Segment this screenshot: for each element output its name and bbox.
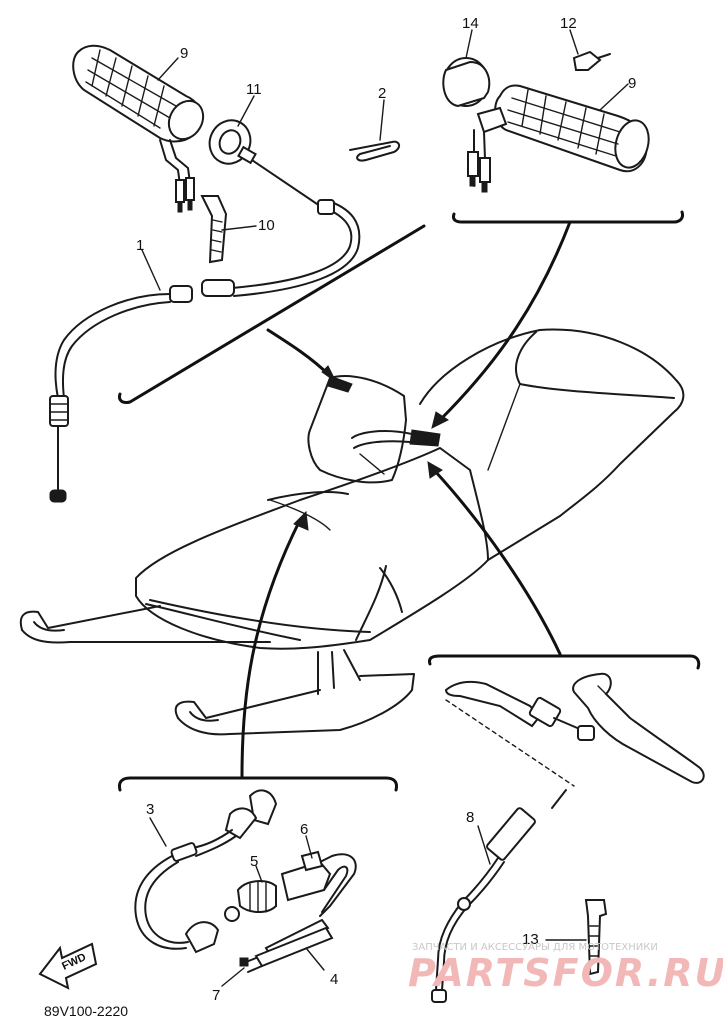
callout-11: 11	[246, 81, 262, 98]
brake-lever	[572, 672, 705, 784]
left-grip-group-bracket	[118, 224, 426, 404]
seat	[419, 328, 685, 517]
callout-leaders	[141, 29, 629, 987]
lever-group-bracket	[428, 654, 701, 670]
front-ski	[19, 605, 161, 631]
windshield	[307, 375, 407, 484]
grip-end-cap	[442, 57, 491, 108]
forward-direction-arrow: FWD	[38, 942, 98, 990]
callout-9-right: 9	[628, 75, 636, 92]
right-grip-leader	[438, 220, 572, 422]
cable-8-group	[431, 789, 567, 1003]
lever-group-leader	[432, 468, 562, 656]
callout-9-left: 9	[180, 45, 188, 62]
cable-band-13	[584, 899, 608, 976]
callout-12: 12	[560, 15, 577, 32]
brake-cable-end	[444, 681, 595, 741]
callout-7: 7	[212, 987, 220, 1004]
callout-6: 6	[300, 821, 308, 838]
callout-14: 14	[462, 15, 479, 32]
throttle-cable	[49, 145, 361, 503]
right-grip-group-bracket	[452, 210, 684, 224]
callout-1: 1	[136, 237, 144, 254]
right-grip-assembly	[431, 50, 684, 429]
snowmobile-body	[19, 328, 685, 736]
callout-2: 2	[378, 85, 386, 102]
watermark: ЗАПЧАСТИ И АКСЕССУАРЫ ДЛЯ МОТОТЕХНИКИ PA…	[408, 942, 723, 995]
cable-clip	[349, 140, 400, 162]
callout-8: 8	[466, 809, 474, 826]
bottom-group-bracket	[118, 776, 398, 792]
right-grip	[467, 84, 650, 193]
watermark-logo: PARTSFOR.RU	[408, 951, 723, 995]
callout-4: 4	[330, 971, 338, 988]
hood	[135, 447, 489, 650]
hose-set	[239, 918, 334, 973]
lever-assembly	[427, 461, 705, 787]
callout-13: 13	[522, 931, 539, 948]
cable-band	[200, 195, 228, 264]
cable-group-bottom	[118, 510, 398, 973]
callout-10: 10	[258, 217, 275, 234]
choke-cable	[134, 789, 278, 954]
screw	[572, 50, 611, 71]
callout-3: 3	[146, 801, 154, 818]
rear-ski	[174, 689, 321, 719]
bottom-group-leader	[240, 518, 302, 778]
watermark-tagline: ЗАПЧАСТИ И АКСЕССУАРЫ ДЛЯ МОТОТЕХНИКИ	[412, 942, 658, 953]
carb-parts	[224, 850, 357, 922]
dashed-leader	[445, 699, 575, 787]
left-grip-leader	[266, 328, 332, 378]
drawing-code: 89V100-2220	[44, 1003, 128, 1019]
callout-numbers: 9 11 2 10 1 14 12 9 3 6 5 4 7 8 13	[136, 15, 636, 1004]
left-grip	[72, 44, 205, 213]
callout-5: 5	[250, 853, 258, 870]
left-grip-assembly	[49, 44, 426, 503]
